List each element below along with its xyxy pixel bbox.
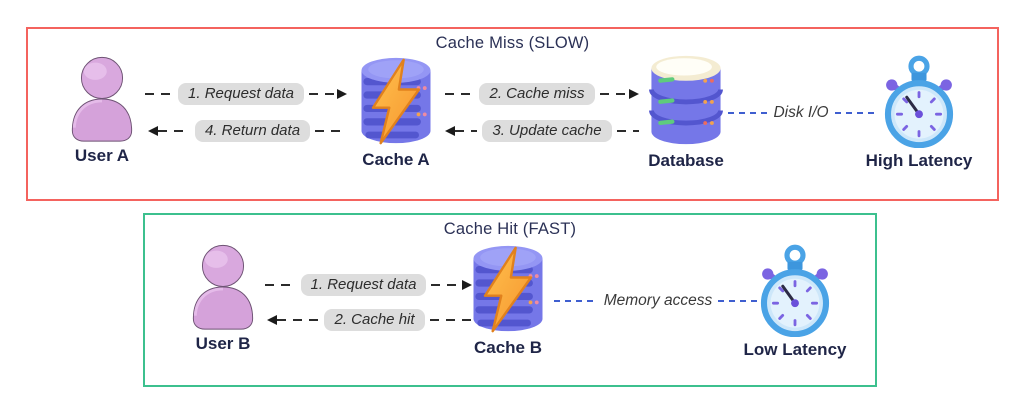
arrow-cache-miss: 2. Cache miss: [445, 82, 640, 106]
arrowhead-right-icon: [629, 89, 640, 99]
dashed-line: [277, 318, 320, 322]
dashed-line: [308, 92, 338, 96]
node-user-b: User B: [163, 243, 283, 354]
blue-dashed-line: [554, 299, 598, 303]
stopwatch-icon: [753, 243, 837, 337]
user-icon: [63, 55, 141, 143]
node-cache-a: Cache A: [336, 55, 456, 170]
arrow-label-pill: 3. Update cache: [482, 120, 612, 142]
node-user-a: User A: [42, 55, 162, 166]
node-label-user-a: User A: [74, 146, 130, 165]
arrow-label-pill: 2. Cache hit: [324, 309, 425, 331]
arrowhead-left-icon: [148, 126, 158, 136]
blue-dashed-line: [834, 111, 874, 115]
dashed-line: [455, 129, 478, 133]
arrowhead-right-icon: [337, 89, 348, 99]
arrow-label-pill: 1. Request data: [178, 83, 304, 105]
arrowhead-left-icon: [267, 315, 277, 325]
cache-database-icon: [353, 55, 439, 147]
user-icon: [184, 243, 262, 331]
connector-disk-io: Disk I/O: [728, 101, 874, 125]
connector-label: Memory access: [603, 292, 713, 309]
cache-hit-panel: Cache Hit (FAST) User B 1. Request data …: [143, 213, 877, 387]
arrow-return-data: 4. Return data: [148, 119, 347, 143]
cache-database-icon: [465, 243, 551, 335]
dashed-line: [599, 92, 630, 96]
arrow-label-pill: 4. Return data: [194, 120, 311, 142]
database-icon: [643, 52, 729, 148]
node-database: Database: [626, 52, 746, 171]
node-cache-b: Cache B: [448, 243, 568, 358]
arrow-label-pill: 2. Cache miss: [479, 83, 595, 105]
dashed-line: [145, 92, 174, 96]
arrow-update-cache: 3. Update cache: [445, 119, 639, 143]
dashed-line: [265, 283, 296, 287]
cache-miss-panel: Cache Miss (SLOW) User A 1. Request data…: [26, 27, 999, 201]
dashed-line: [315, 129, 347, 133]
node-label-database: Database: [648, 151, 724, 170]
node-high-latency: High Latency: [859, 54, 979, 171]
node-label-low-latency: Low Latency: [743, 340, 847, 359]
dashed-line: [158, 129, 190, 133]
node-label-cache-a: Cache A: [362, 150, 430, 169]
connector-memory-access: Memory access: [554, 289, 762, 313]
dashed-line: [431, 283, 463, 287]
dashed-line: [429, 318, 473, 322]
dashed-line: [445, 92, 475, 96]
arrow-cache-hit: 2. Cache hit: [267, 308, 473, 332]
dashed-line: [616, 129, 639, 133]
connector-label: Disk I/O: [773, 104, 829, 121]
blue-dashed-line: [718, 299, 762, 303]
node-label-high-latency: High Latency: [865, 151, 973, 170]
arrow-request-data-b: 1. Request data: [265, 273, 473, 297]
blue-dashed-line: [728, 111, 768, 115]
cache-hit-panel-title: Cache Hit (FAST): [443, 220, 577, 238]
arrow-request-data: 1. Request data: [145, 82, 348, 106]
arrowhead-right-icon: [462, 280, 473, 290]
node-low-latency: Low Latency: [735, 243, 855, 360]
cache-miss-panel-title: Cache Miss (SLOW): [435, 34, 590, 52]
stopwatch-icon: [877, 54, 961, 148]
node-label-user-b: User B: [195, 334, 251, 353]
arrowhead-left-icon: [445, 126, 455, 136]
arrow-label-pill: 1. Request data: [300, 274, 427, 296]
node-label-cache-b: Cache B: [473, 338, 543, 357]
